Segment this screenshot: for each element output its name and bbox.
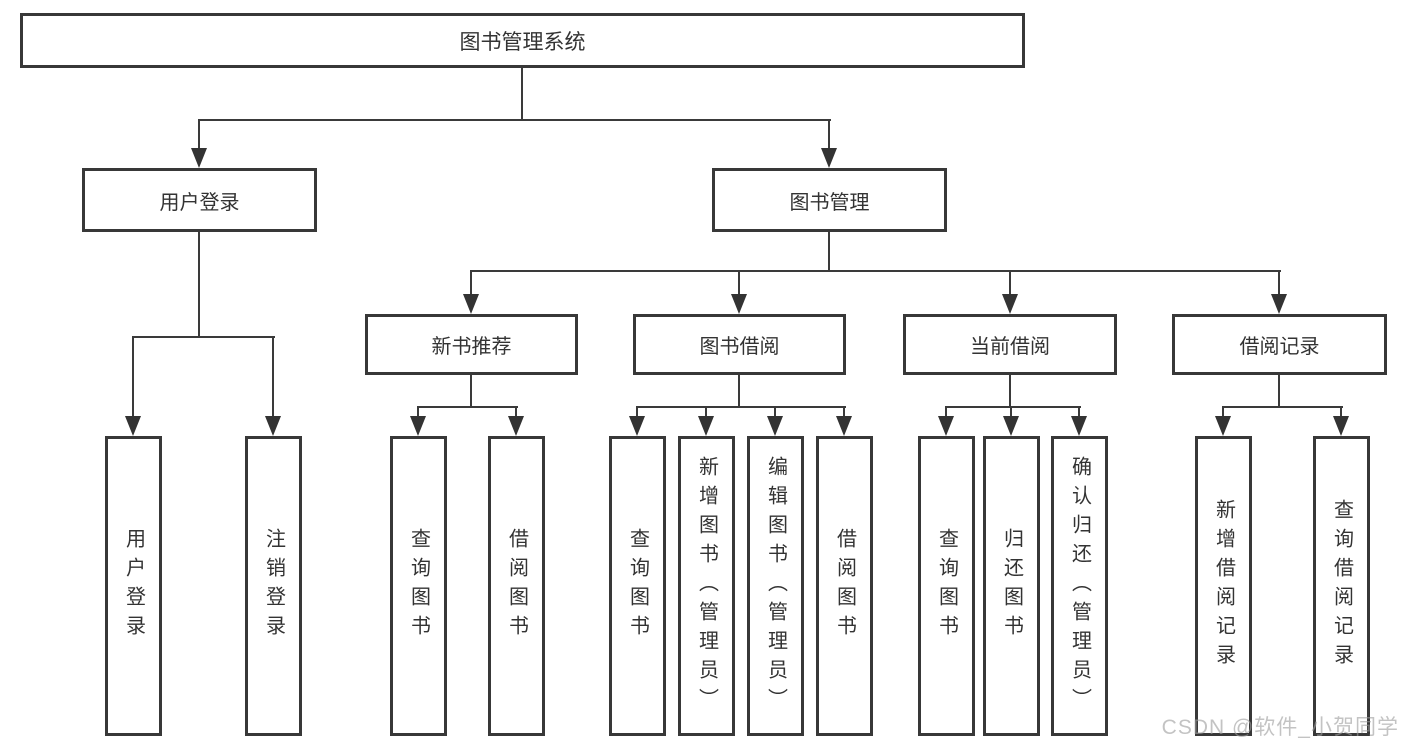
node-new-book-recommend-label: 新书推荐 [431,336,512,358]
leaf-return-book: 归还图书 [983,436,1040,736]
node-borrow-record: 借阅记录 [1172,314,1387,375]
leaf-query-record: 查询借阅记录 [1313,436,1370,736]
node-root-label: 图书管理系统 [459,30,586,54]
connector-horizontal-line [418,406,518,408]
arrowhead-down-icon [508,416,524,436]
connector-vertical-line [828,232,830,272]
arrowhead-down-icon [629,416,645,436]
connector-horizontal-line [133,336,275,338]
leaf-edit-book: 编辑图书（管理员） [747,436,804,736]
arrowhead-down-icon [191,148,207,168]
leaf-add-record-label: 新增借阅记录 [1212,499,1235,673]
leaf-user-login: 用户登录 [105,436,162,736]
connector-vertical-line [945,406,947,420]
connector-vertical-line [1340,406,1342,420]
arrowhead-down-icon [731,294,747,314]
node-current-borrow-label: 当前借阅 [970,336,1050,358]
connector-vertical-line [132,336,134,418]
arrowhead-down-icon [1333,416,1349,436]
leaf-query-book-2: 查询图书 [609,436,666,736]
leaf-query-record-label: 查询借阅记录 [1330,499,1353,673]
connector-horizontal-line [637,406,846,408]
leaf-borrow-book-2: 借阅图书 [816,436,873,736]
leaf-query-book-3: 查询图书 [918,436,975,736]
connector-horizontal-line [946,406,1081,408]
connector-vertical-line [198,232,200,338]
arrowhead-down-icon [821,148,837,168]
leaf-borrow-book-1: 借阅图书 [488,436,545,736]
leaf-query-book-3-label: 查询图书 [935,528,958,644]
leaf-query-book-1: 查询图书 [390,436,447,736]
node-current-borrow: 当前借阅 [903,314,1117,375]
node-book-management-label: 图书管理 [789,191,870,214]
connector-vertical-line [1278,375,1280,408]
node-new-book-recommend: 新书推荐 [365,314,578,375]
leaf-add-book-label: 新增图书（管理员） [695,455,718,717]
arrowhead-down-icon [938,416,954,436]
connector-vertical-line [1009,375,1011,408]
node-user-login-label: 用户登录 [159,191,240,214]
leaf-query-book-1-label: 查询图书 [407,528,430,644]
connector-vertical-line [272,336,274,418]
arrowhead-down-icon [767,416,783,436]
connector-vertical-line [1278,270,1280,298]
arrowhead-down-icon [836,416,852,436]
arrowhead-down-icon [265,416,281,436]
connector-vertical-line [774,406,776,420]
connector-vertical-line [417,406,419,420]
connector-vertical-line [636,406,638,420]
node-root: 图书管理系统 [20,13,1025,68]
connector-vertical-line [1222,406,1224,420]
arrowhead-down-icon [1215,416,1231,436]
connector-vertical-line [470,270,472,298]
connector-vertical-line [1078,406,1080,420]
node-book-borrow-label: 图书借阅 [699,336,780,358]
arrowhead-down-icon [698,416,714,436]
arrowhead-down-icon [410,416,426,436]
leaf-query-book-2-label: 查询图书 [626,528,649,644]
leaf-user-login-label: 用户登录 [122,528,145,644]
node-borrow-record-label: 借阅记录 [1239,336,1320,358]
node-book-borrow: 图书借阅 [633,314,846,375]
connector-vertical-line [198,119,200,150]
connector-vertical-line [705,406,707,420]
arrowhead-down-icon [1002,294,1018,314]
connector-horizontal-line [1223,406,1343,408]
connector-vertical-line [470,375,472,408]
connector-vertical-line [843,406,845,420]
leaf-return-book-label: 归还图书 [1000,528,1023,644]
leaf-confirm-return: 确认归还（管理员） [1051,436,1108,736]
connector-vertical-line [828,119,830,150]
leaf-add-book: 新增图书（管理员） [678,436,735,736]
node-book-management: 图书管理 [712,168,947,232]
node-user-login: 用户登录 [82,168,317,232]
connector-vertical-line [515,406,517,420]
arrowhead-down-icon [463,294,479,314]
arrowhead-down-icon [1271,294,1287,314]
arrowhead-down-icon [1071,416,1087,436]
leaf-logout-label: 注销登录 [262,528,285,644]
connector-vertical-line [521,68,523,120]
leaf-edit-book-label: 编辑图书（管理员） [764,455,787,717]
arrowhead-down-icon [1003,416,1019,436]
leaf-confirm-return-label: 确认归还（管理员） [1068,455,1091,717]
connector-vertical-line [738,375,740,408]
arrowhead-down-icon [125,416,141,436]
leaf-logout: 注销登录 [245,436,302,736]
leaf-borrow-book-2-label: 借阅图书 [833,528,856,644]
connector-vertical-line [1009,270,1011,298]
connector-vertical-line [738,270,740,298]
connector-horizontal-line [471,270,1281,272]
connector-vertical-line [1010,406,1012,420]
watermark: CSDN @软件_小贺同学 [1161,716,1399,739]
leaf-borrow-book-1-label: 借阅图书 [505,528,528,644]
connector-horizontal-line [199,119,831,121]
leaf-add-record: 新增借阅记录 [1195,436,1252,736]
